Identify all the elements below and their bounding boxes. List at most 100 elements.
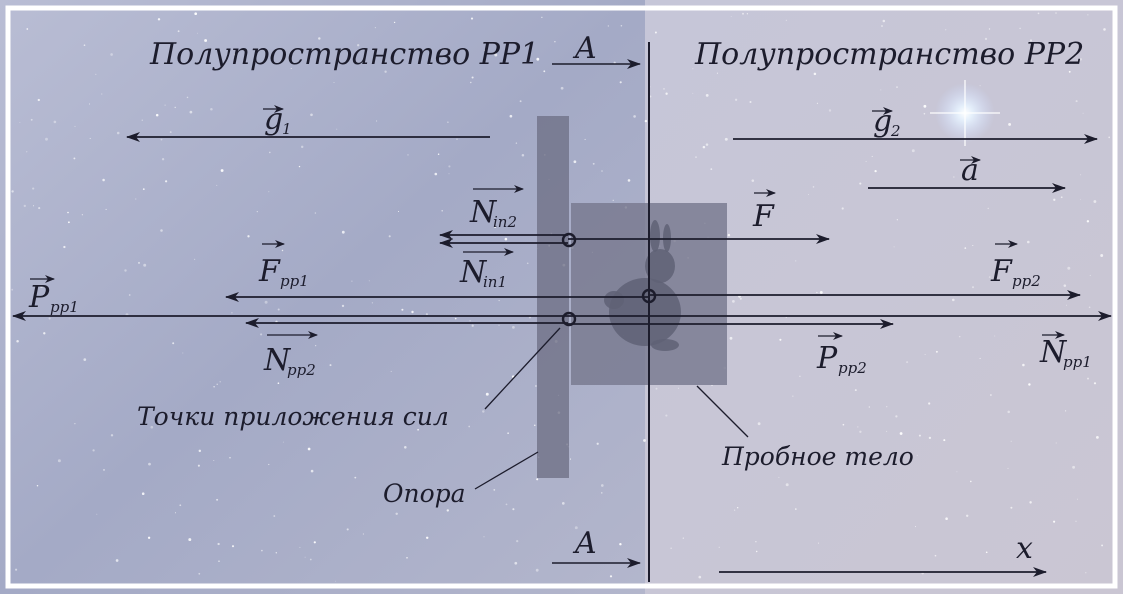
star [96, 513, 98, 515]
star [1010, 440, 1012, 442]
star [1080, 198, 1081, 200]
star [633, 115, 636, 118]
star [390, 370, 392, 372]
star [971, 286, 975, 289]
star [196, 32, 198, 34]
star [519, 100, 522, 103]
star [504, 237, 508, 241]
star [943, 439, 946, 442]
label-N-pp2-subscript: pp2 [287, 361, 316, 379]
label-g2-letter: g [873, 104, 892, 139]
leader-body [696, 385, 749, 438]
star [509, 114, 513, 118]
star [37, 98, 40, 102]
label-N-in2-subscript: in2 [493, 213, 517, 231]
star [282, 441, 284, 443]
star [881, 25, 883, 27]
star [482, 410, 485, 413]
label-N-in2: N in2 [469, 185, 524, 231]
star [923, 104, 927, 108]
star [164, 104, 166, 106]
star [1080, 174, 1082, 176]
star [859, 182, 862, 185]
star [775, 456, 779, 460]
star [988, 276, 991, 278]
star [816, 102, 818, 104]
star [19, 122, 21, 123]
star [74, 125, 76, 127]
star [1085, 572, 1087, 574]
star [729, 336, 733, 340]
star [665, 92, 668, 95]
star [627, 179, 631, 182]
left-half-space-title: Полупространство РР1 [149, 37, 539, 72]
star [1075, 520, 1077, 522]
star [428, 62, 431, 65]
star [357, 44, 360, 47]
star [710, 168, 713, 170]
star [63, 245, 66, 249]
star [601, 492, 603, 494]
star [204, 39, 208, 42]
star [102, 178, 105, 182]
star [813, 72, 817, 76]
star [979, 357, 981, 359]
star [987, 207, 989, 210]
star [384, 70, 387, 73]
star [351, 280, 353, 282]
star [972, 244, 974, 247]
star [505, 503, 508, 506]
leader-support [474, 451, 539, 490]
star [67, 211, 69, 214]
star [448, 173, 450, 175]
star [643, 439, 646, 442]
star [128, 294, 131, 296]
star [757, 422, 761, 426]
label-F-pp2-subscript: pp2 [1012, 272, 1041, 290]
star [398, 211, 399, 212]
star [371, 302, 373, 304]
star [808, 193, 810, 195]
star [407, 154, 409, 156]
star [733, 54, 736, 57]
star [67, 221, 70, 224]
star [990, 394, 992, 396]
star [188, 538, 192, 542]
label-N-in1-letter: N [459, 255, 488, 290]
star [275, 552, 277, 554]
star [1029, 39, 1033, 42]
star [928, 436, 932, 440]
star [751, 179, 755, 182]
star [966, 514, 969, 517]
star [644, 119, 648, 123]
star [1087, 14, 1089, 16]
star [11, 288, 14, 291]
star [893, 246, 895, 248]
star [916, 454, 918, 456]
star [1077, 498, 1078, 500]
label-F-pp1-letter: F [258, 254, 281, 289]
label-P-pp2: P pp2 [816, 332, 867, 377]
label-F: F [752, 189, 776, 234]
star [310, 113, 313, 117]
star [471, 324, 474, 327]
label-N-in1: N in1 [459, 248, 514, 291]
star [534, 424, 536, 426]
star [304, 556, 306, 558]
star [935, 350, 938, 353]
star [290, 281, 292, 283]
star [160, 229, 163, 232]
star [220, 169, 224, 172]
star [256, 210, 258, 213]
star [945, 29, 947, 31]
star [40, 285, 43, 289]
star [612, 199, 614, 201]
label-F-pp2: F pp2 [990, 240, 1041, 290]
star [336, 128, 338, 130]
star [596, 442, 599, 445]
star [601, 170, 603, 172]
star [447, 121, 449, 124]
label-P-pp2-subscript: pp2 [838, 359, 867, 377]
star [924, 353, 926, 355]
